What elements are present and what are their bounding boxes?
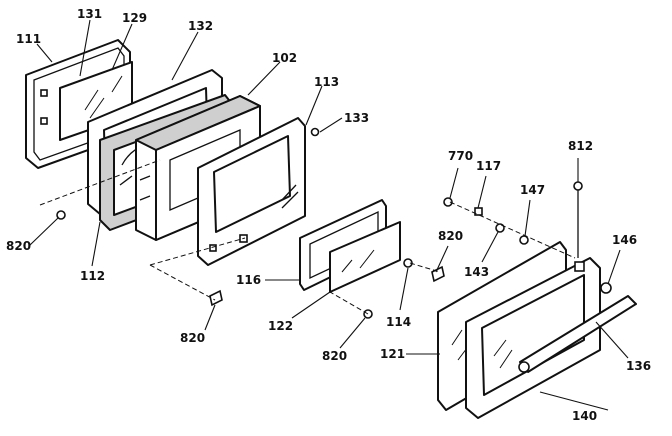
- callout-112: 112: [80, 269, 105, 283]
- callout-116: 116: [236, 273, 261, 287]
- part-143: [495, 223, 505, 233]
- callout-820-right: 820: [438, 229, 463, 243]
- callout-820-left: 820: [6, 239, 31, 253]
- small-hardware: [56, 197, 612, 319]
- part-140-front-frame: [465, 257, 601, 419]
- part-770: [443, 197, 453, 207]
- part-146: [600, 282, 612, 294]
- part-133-clip: [310, 127, 320, 137]
- part-113-inner-frame: [197, 117, 306, 266]
- callout-122: 122: [268, 319, 293, 333]
- callout-133: 133: [344, 111, 369, 125]
- screw-820-left: [56, 210, 66, 220]
- part-812-screw: [573, 181, 583, 258]
- callout-136: 136: [626, 359, 651, 373]
- callout-102: 102: [272, 51, 297, 65]
- screw-820-right: [431, 265, 445, 283]
- callout-140: 140: [572, 409, 597, 423]
- leader-lines: [29, 19, 629, 411]
- callout-113: 113: [314, 75, 339, 89]
- callout-129: 129: [122, 11, 147, 25]
- screw-820-bottom: [209, 289, 223, 307]
- callout-820-bottom: 820: [180, 331, 205, 345]
- callout-131: 131: [77, 7, 102, 21]
- part-147: [519, 235, 529, 245]
- callout-132: 132: [188, 19, 213, 33]
- part-136-handle: [518, 295, 637, 373]
- callout-146: 146: [612, 233, 637, 247]
- part-122-window-glass: [329, 221, 401, 293]
- assembly-lines: [39, 159, 576, 315]
- callout-143: 143: [464, 265, 489, 279]
- callout-114: 114: [386, 315, 411, 329]
- callout-820-mid: 820: [322, 349, 347, 363]
- callout-labels: 111 131 129 132 102 113 133 820 112 116 …: [6, 7, 651, 423]
- spacer-114: [403, 258, 413, 268]
- callout-121: 121: [380, 347, 405, 361]
- callout-111: 111: [16, 32, 41, 46]
- callout-770: 770: [448, 149, 473, 163]
- callout-812: 812: [568, 139, 593, 153]
- callout-117: 117: [476, 159, 501, 173]
- callout-147: 147: [520, 183, 545, 197]
